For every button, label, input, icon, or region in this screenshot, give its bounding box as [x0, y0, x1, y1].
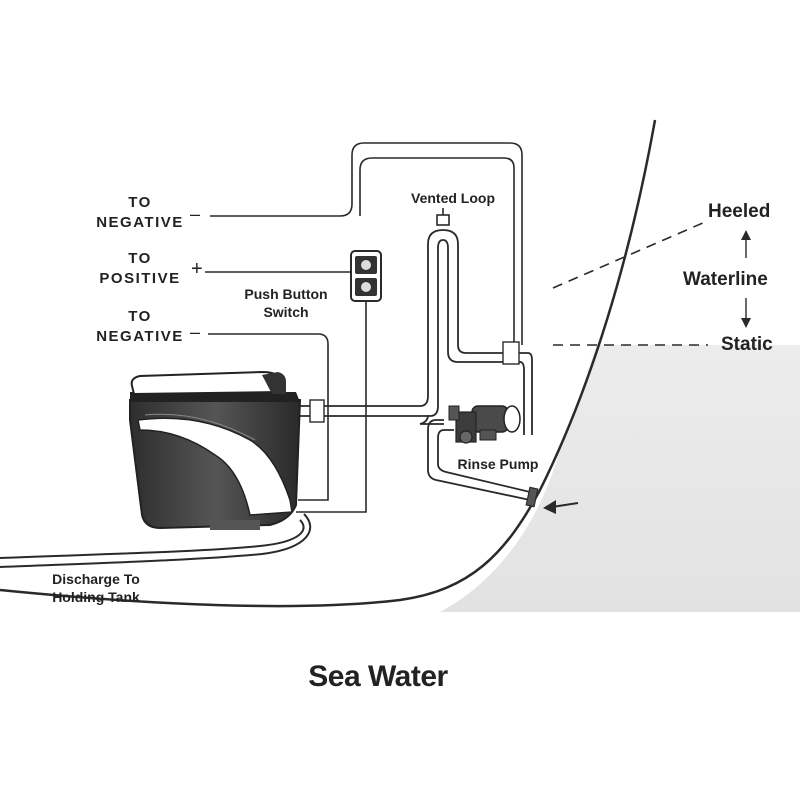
inlet-arrow: [543, 500, 579, 514]
rinse-pump-label: Rinse Pump: [457, 456, 539, 472]
static-label: Static: [721, 334, 773, 355]
waterline-label: Waterline: [683, 269, 768, 290]
waterline-arrows: [741, 230, 751, 328]
minus-symbol-top: –: [190, 204, 201, 224]
vented-loop-valve: [436, 214, 450, 226]
heeled-waterline: [552, 221, 706, 289]
vented-loop-pipe: [296, 229, 533, 435]
wiring: [205, 142, 523, 513]
through-hull-fitting: [525, 486, 539, 508]
push-button-switch-label: Push Button Switch: [244, 286, 328, 320]
sea-water-title: Sea Water: [308, 660, 448, 693]
hull-outline: [0, 119, 657, 608]
plus-symbol: +: [191, 258, 203, 280]
to-negative-bottom-label: TO NEGATIVE: [96, 308, 184, 345]
discharge-label: Discharge To Holding Tank: [52, 571, 140, 605]
toilet: [129, 370, 302, 530]
to-positive-label: TO POSITIVE: [99, 250, 181, 287]
to-negative-top-label: TO NEGATIVE: [96, 194, 184, 231]
intake-hose: [427, 419, 531, 501]
minus-symbol-bottom: –: [190, 322, 201, 342]
rinse-pump: [448, 405, 521, 444]
sea-water-area: [440, 345, 800, 612]
discharge-hose-inner: [0, 513, 312, 568]
push-button-switch: [350, 250, 382, 302]
discharge-hose: [0, 519, 305, 559]
heeled-label: Heeled: [708, 201, 771, 222]
vented-loop-label: Vented Loop: [411, 190, 495, 206]
